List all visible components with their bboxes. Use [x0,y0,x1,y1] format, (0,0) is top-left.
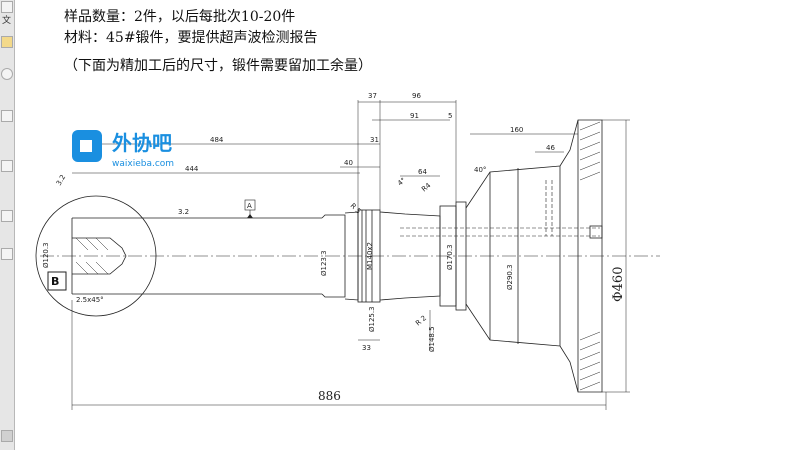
dim-46: 46 [546,144,555,152]
watermark-url: waixieba.com [112,159,174,169]
dim-r2: R 2 [414,314,428,328]
dim-dia123: Ø123.3 [320,250,328,276]
tool-icon[interactable] [1,210,13,222]
dim-444: 444 [185,165,199,173]
dim-484: 484 [210,136,224,144]
dim-91: 91 [410,112,419,120]
app-side-toolbar: 文 [0,0,15,450]
drawing-notes: 样品数量：2件，以后每批次10-20件 材料：45#锻件，要提供超声波检测报告 … [64,7,372,77]
dim-chamfer: 2.5x45° [76,296,104,304]
dim-dia125: Ø125.3 [368,306,376,332]
dim-64: 64 [418,168,427,176]
dim-r5: R 5 [349,202,363,216]
dim-total-886: 886 [318,389,341,403]
dim-dia290: Ø290.3 [506,264,514,290]
dim-160: 160 [510,126,523,134]
window-icon[interactable] [1,430,13,442]
note-material: 材料：45#锻件，要提供超声波检测报告 [64,30,318,46]
menu-label[interactable]: 文 [2,16,12,26]
note-dimensions: （下面为精加工后的尺寸，锻件需要留加工余量） [64,58,372,74]
tool-icon[interactable] [1,160,13,172]
dim-31: 31 [370,136,379,144]
note-sample-quantity: 样品数量：2件，以后每批次10-20件 [64,9,296,25]
roughness-2: 3.2 [178,208,189,216]
dim-angle-4: 4° [396,176,407,187]
tool-icon[interactable] [1,248,13,260]
nav-icon[interactable] [1,68,13,80]
app-icon[interactable] [1,1,13,13]
dim-40: 40 [344,159,353,167]
dim-37: 37 [368,92,377,100]
watermark-logo: 外协吧 waixieba.com [72,130,174,169]
detail-label-b: B [51,275,59,288]
dim-dia120: Ø120.3 [42,242,50,268]
dim-angle-40: 40° [474,166,486,174]
watermark-name: 外协吧 [112,131,172,155]
dim-dia170: Ø170.3 [446,244,454,270]
dim-33: 33 [362,344,371,352]
dim-5: 5 [448,112,452,120]
datum-a: A [247,202,252,210]
dim-m140: M140x2 [366,242,374,270]
tool-icon[interactable] [1,110,13,122]
folder-icon[interactable] [1,36,13,48]
roughness-1: 3.2 [55,173,67,187]
dim-dia148: Ø148.5 [428,326,436,352]
dim-r4: R4 [420,181,433,193]
dim-96: 96 [412,92,421,100]
dim-phi460: Φ460 [611,267,626,302]
